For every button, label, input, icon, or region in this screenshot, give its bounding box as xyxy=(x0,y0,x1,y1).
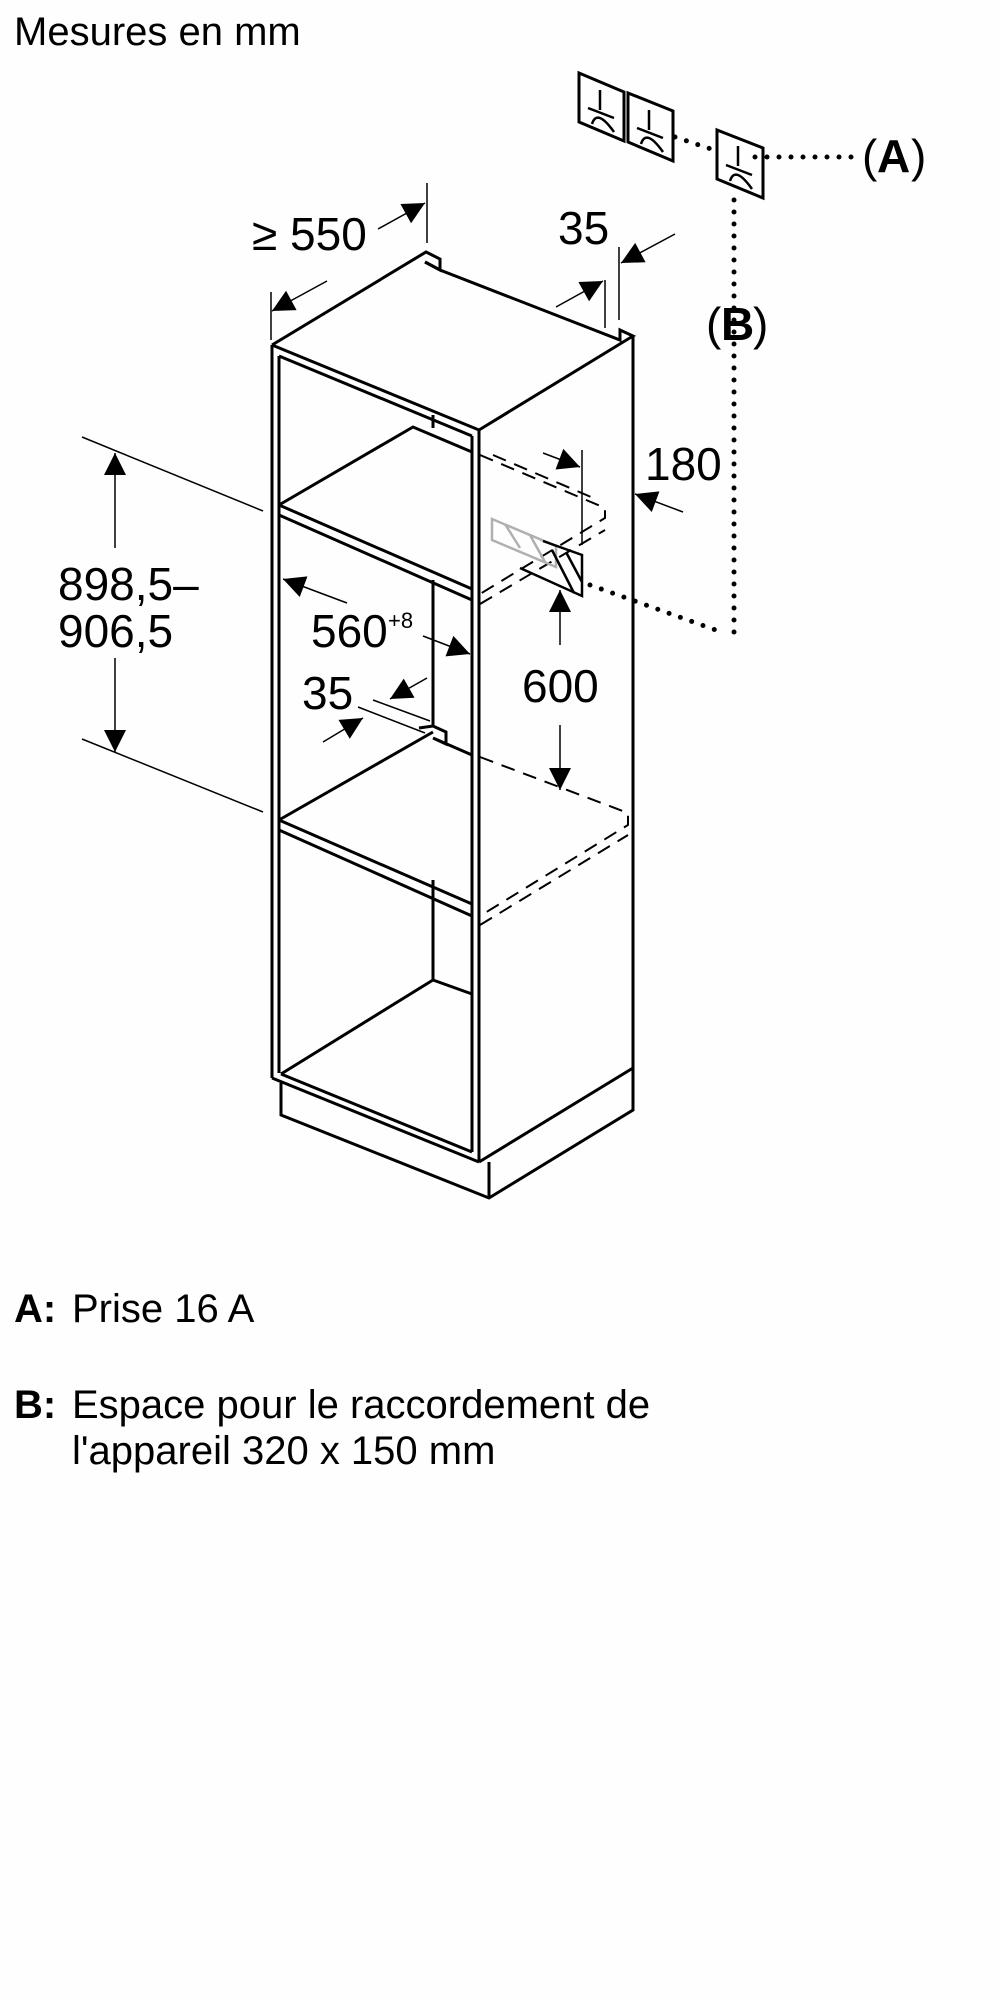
connection-space-hatch xyxy=(490,517,584,598)
svg-text:B: B xyxy=(721,298,754,350)
svg-text:(: ( xyxy=(706,298,722,350)
dim-niche-tolerance: +8 xyxy=(388,608,413,633)
svg-text:A: A xyxy=(877,130,910,182)
dim-shelf-gap: 35 xyxy=(302,667,353,719)
cabinet xyxy=(270,250,637,1200)
dotted-leaders xyxy=(587,134,858,643)
svg-text:(: ( xyxy=(862,130,878,182)
dim-top-gap: 35 xyxy=(558,202,609,254)
svg-text:): ) xyxy=(753,298,768,350)
legend-key: A: xyxy=(14,1287,57,1331)
socket-icon xyxy=(577,70,626,144)
dim-height-line1: 898,5– xyxy=(58,558,199,610)
leader-a xyxy=(587,134,858,643)
dim-depth-min: ≥ 550 xyxy=(252,208,367,260)
socket-group xyxy=(577,70,765,201)
svg-text:): ) xyxy=(911,130,926,182)
dim-niche-width: 560 xyxy=(311,605,388,657)
socket-icon xyxy=(715,127,765,201)
dim-side-offset: 180 xyxy=(645,438,722,490)
dim-height-line2: 906,5 xyxy=(58,605,173,657)
legend-text: Espace pour le raccordement de l'apparei… xyxy=(72,1383,651,1473)
callout-b: ( B ) xyxy=(706,298,768,350)
dim-socket-height: 600 xyxy=(522,660,599,712)
callout-a: ( A ) xyxy=(862,130,926,182)
legend-text: Prise 16 A xyxy=(72,1287,255,1331)
page-title: Mesures en mm xyxy=(14,10,301,54)
legend-item-b: B: Espace pour le raccordement de l'appa… xyxy=(14,1382,792,1474)
legend-item-a: A: Prise 16 A xyxy=(14,1286,832,1332)
legend-key: B: xyxy=(14,1383,57,1427)
dimension-lines xyxy=(81,183,684,813)
socket-icon xyxy=(626,90,675,164)
